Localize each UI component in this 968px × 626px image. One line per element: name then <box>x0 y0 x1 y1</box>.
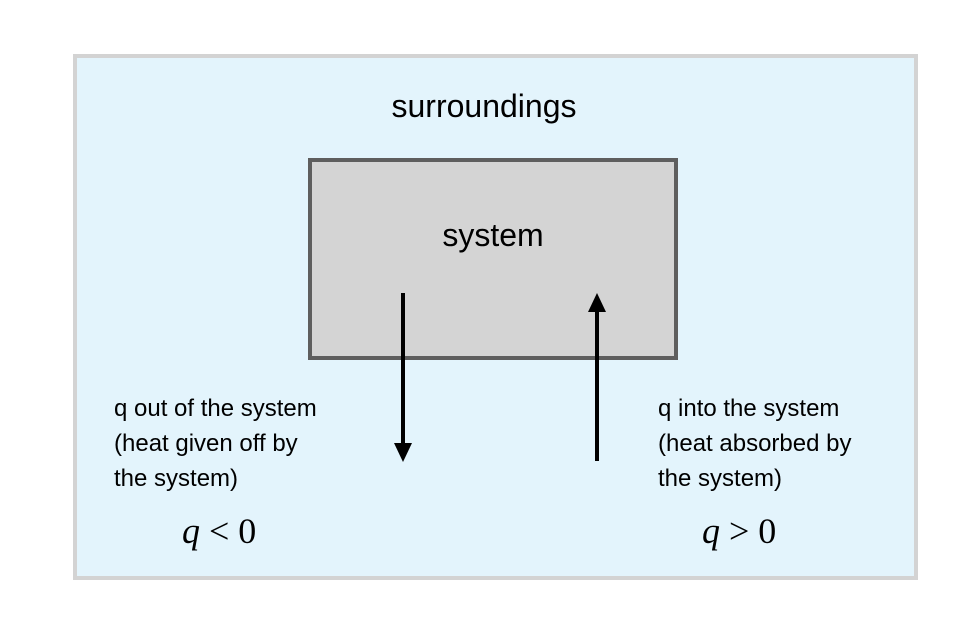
heat-in-arrow <box>588 293 606 461</box>
heat-in-line: (heat absorbed by <box>658 430 852 457</box>
system-box <box>308 158 678 360</box>
heat-in-line: q into the system <box>658 395 840 422</box>
math-variable: q <box>182 511 200 551</box>
surroundings-label: surroundings <box>391 88 577 124</box>
heat-out-line: the system) <box>114 465 239 492</box>
heat-out-equation: q < 0 <box>182 510 256 552</box>
heat-in-equation: q > 0 <box>702 510 776 552</box>
math-relation: < 0 <box>200 511 257 551</box>
arrow-head-up-icon <box>588 293 606 312</box>
heat-out-line: (heat given off by <box>114 430 298 457</box>
math-relation: > 0 <box>720 511 777 551</box>
heat-out-arrow <box>394 293 412 462</box>
heat-out-line: q out of the system <box>114 395 317 422</box>
heat-out-description: q out of the system (heat given off by t… <box>114 391 317 496</box>
heat-in-description: q into the system (heat absorbed by the … <box>658 391 851 496</box>
math-variable: q <box>702 511 720 551</box>
system-label: system <box>442 217 544 253</box>
heat-in-line: the system) <box>658 465 783 492</box>
arrow-head-down-icon <box>394 443 412 462</box>
